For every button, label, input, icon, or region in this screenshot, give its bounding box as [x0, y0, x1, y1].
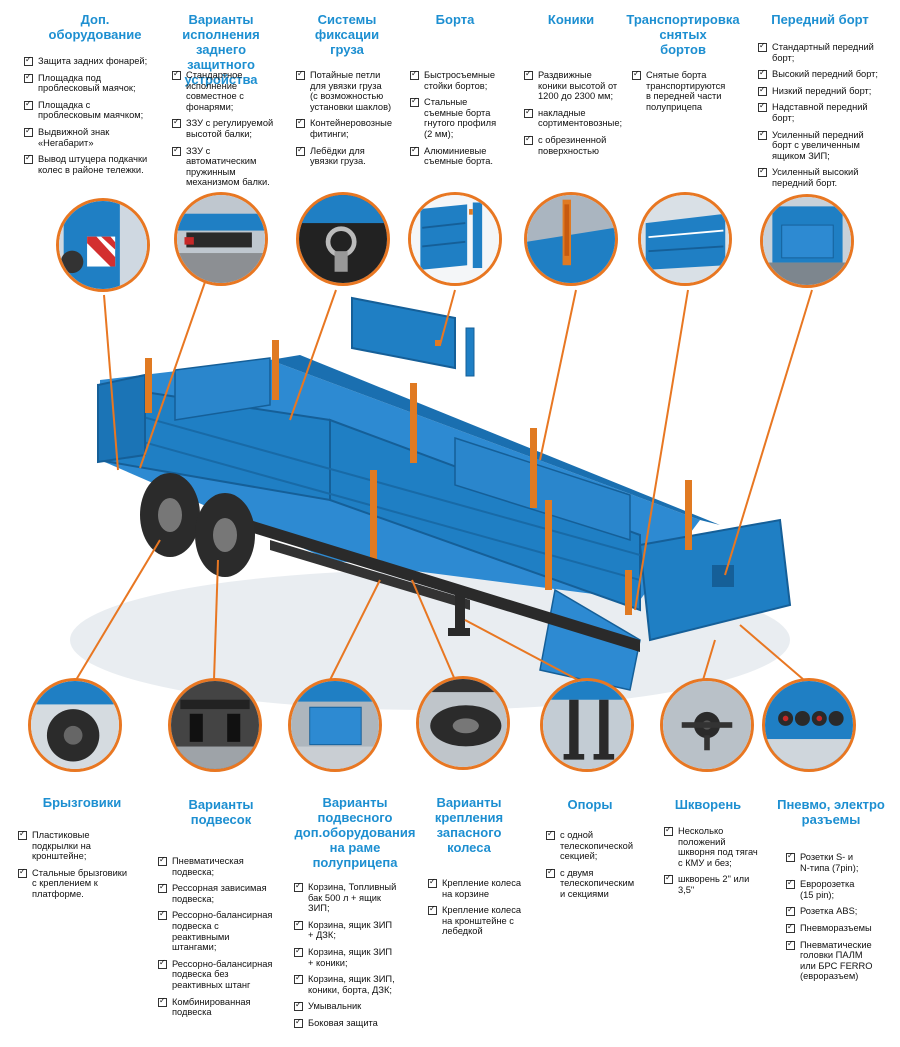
- list-item: накладные сортиментовозные;: [524, 107, 636, 129]
- list-item: Снятые борта транспортируются в передней…: [632, 69, 748, 112]
- circle-photo-borta: [408, 192, 502, 286]
- circle-photo-podv: [168, 678, 262, 772]
- list-item: ЗЗУ с регулируемой высотой балки;: [172, 117, 292, 139]
- list-item: Боковая защита: [294, 1017, 424, 1029]
- circle-photo-bryzg: [28, 678, 122, 772]
- list-item: Выдвижной знак «Негабарит»: [24, 126, 174, 148]
- list-item: Пневматическая подвеска;: [158, 855, 290, 877]
- list-transp: Снятые борта транспортируются в передней…: [632, 69, 748, 118]
- list-item: Корзина, ящик ЗИП, коники, борта, ДЗК;: [294, 973, 424, 995]
- list-item: Розетка ABS;: [786, 905, 894, 917]
- list-item: Корзина, ящик ЗИП + коники;: [294, 946, 424, 968]
- list-item: Контейнеровозные фитинги;: [296, 117, 408, 139]
- list-opory: с одной телескопической секцией; с двумя…: [546, 829, 660, 906]
- list-item: Раздвижные коники высотой от 1200 до 230…: [524, 69, 636, 102]
- list-koniki: Раздвижные коники высотой от 1200 до 230…: [524, 69, 636, 162]
- list-item: Евророзетка (15 pin);: [786, 878, 894, 900]
- title-pnevmo: Пневмо, электро разъемы: [777, 797, 885, 827]
- list-item: Комбинированная подвеска: [158, 996, 290, 1018]
- title-zapas: Варианты крепления запасного колеса: [434, 795, 504, 855]
- list-front: Стандартный передний борт; Высокий перед…: [758, 41, 894, 195]
- list-item: Высокий передний борт;: [758, 68, 894, 80]
- list-item: Умывальник: [294, 1000, 424, 1012]
- list-borta: Быстросъемные стойки бортов; Стальные съ…: [410, 69, 510, 173]
- list-shkvoren: Несколько положений шкворня под тягач с …: [664, 825, 768, 902]
- list-fix: Потайные петли для увязки груза (с возмо…: [296, 69, 408, 173]
- list-item: Рессорно-балансирная подвеска без реакти…: [158, 958, 290, 991]
- title-zzu: Варианты исполнения заднего защитного ус…: [182, 12, 260, 87]
- list-item: с обрезиненной поверхностью: [524, 134, 636, 156]
- list-item: Стандартный передний борт;: [758, 41, 894, 63]
- list-podv: Пневматическая подвеска; Рессорная завис…: [158, 855, 290, 1024]
- title-borta: Борта: [435, 12, 475, 27]
- title-bryzg: Брызговики: [42, 795, 122, 810]
- wheels: [140, 473, 255, 577]
- title-podv: Варианты подвесок: [188, 797, 254, 827]
- list-item: Низкий передний борт;: [758, 85, 894, 97]
- chassis-frame: [250, 520, 640, 652]
- list-item: Стандартное исполнение совместное с фона…: [172, 69, 292, 112]
- title-shkvoren: Шкворень: [674, 797, 742, 812]
- list-item: Надставной передний борт;: [758, 101, 894, 123]
- list-podvdop: Корзина, Топливный бак 500 л + ящик ЗИП;…: [294, 881, 424, 1035]
- list-item: Несколько положений шкворня под тягач с …: [664, 825, 768, 868]
- title-fix: Системы фиксации груза: [314, 12, 380, 57]
- list-item: Стальные брызговики с креплением к платф…: [18, 867, 148, 900]
- list-pnevmo: Розетки S- и N-типа (7pin); Евророзетка …: [786, 851, 894, 988]
- ramp: [539, 588, 641, 691]
- circle-photo-koniki: [524, 192, 618, 286]
- circle-photo-pnevmo: [762, 678, 856, 772]
- circle-photo-fix: [296, 192, 390, 286]
- list-item: Защита задних фонарей;: [24, 55, 174, 67]
- list-item: Алюминиевые съемные борта.: [410, 145, 510, 167]
- list-item: Площадка под проблесковый маячок;: [24, 72, 174, 94]
- title-koniki: Коники: [547, 12, 595, 27]
- circle-photo-podvdop: [288, 678, 382, 772]
- circle-photo-shkvoren: [660, 678, 754, 772]
- title-opory: Опоры: [567, 797, 613, 812]
- list-zzu: Стандартное исполнение совместное с фона…: [172, 69, 292, 194]
- list-item: Рессорная зависимая подвеска;: [158, 882, 290, 904]
- title-podvdop: Варианты подвесного доп.оборудования на …: [294, 795, 416, 870]
- title-transp: Транспортировка снятых бортов: [626, 12, 740, 57]
- list-item: с двумя телескопическим и секциями: [546, 867, 660, 900]
- list-item: ЗЗУ с автоматическим пружинным механизмо…: [172, 145, 292, 188]
- list-item: Пневматические головки ПАЛМ или БРС FERR…: [786, 939, 894, 982]
- rear-board: [97, 373, 146, 464]
- list-item: Крепление колеса на корзине: [428, 877, 546, 899]
- list-item: Корзина, ящик ЗИП + ДЗК;: [294, 919, 424, 941]
- list-item: Крепление колеса на кронштейне с лебедко…: [428, 904, 546, 937]
- list-item: шкворень 2" или 3,5": [664, 873, 768, 895]
- list-item: Усиленный высокий передний борт.: [758, 166, 894, 188]
- list-dop: Защита задних фонарей; Площадка под проб…: [24, 55, 174, 181]
- list-item: Быстросъемные стойки бортов;: [410, 69, 510, 91]
- list-item: Площадка с проблесковым маячком;: [24, 99, 174, 121]
- title-front: Передний борт: [771, 12, 869, 27]
- list-item: Пневморазъемы: [786, 922, 894, 934]
- circle-photo-opory: [540, 678, 634, 772]
- circle-photo-zapas: [416, 676, 510, 770]
- list-zapas: Крепление колеса на корзине Крепление ко…: [428, 877, 546, 943]
- list-item: Рессорно-балансирная подвеска с реактивн…: [158, 909, 290, 952]
- list-item: Лебёдки для увязки груза.: [296, 145, 408, 167]
- list-item: Усиленный передний борт с увеличенным ящ…: [758, 129, 894, 162]
- circle-photo-front: [760, 194, 854, 288]
- list-item: с одной телескопической секцией;: [546, 829, 660, 862]
- circle-photo-dop: [56, 198, 150, 292]
- list-item: Потайные петли для увязки груза (с возмо…: [296, 69, 408, 112]
- detached-boards: [351, 296, 475, 377]
- circle-photo-zzu: [174, 192, 268, 286]
- circle-photo-transp: [638, 192, 732, 286]
- list-item: Розетки S- и N-типа (7pin);: [786, 851, 894, 873]
- list-bryzg: Пластиковые подкрылки на кронштейне; Ста…: [18, 829, 148, 906]
- list-item: Вывод штуцера подкачки колес в районе те…: [24, 153, 174, 175]
- list-item: Стальные съемные борта гнутого профиля (…: [410, 96, 510, 139]
- list-item: Пластиковые подкрылки на кронштейне;: [18, 829, 148, 862]
- list-item: Корзина, Топливный бак 500 л + ящик ЗИП;: [294, 881, 424, 914]
- title-dop: Доп. оборудование: [48, 12, 142, 42]
